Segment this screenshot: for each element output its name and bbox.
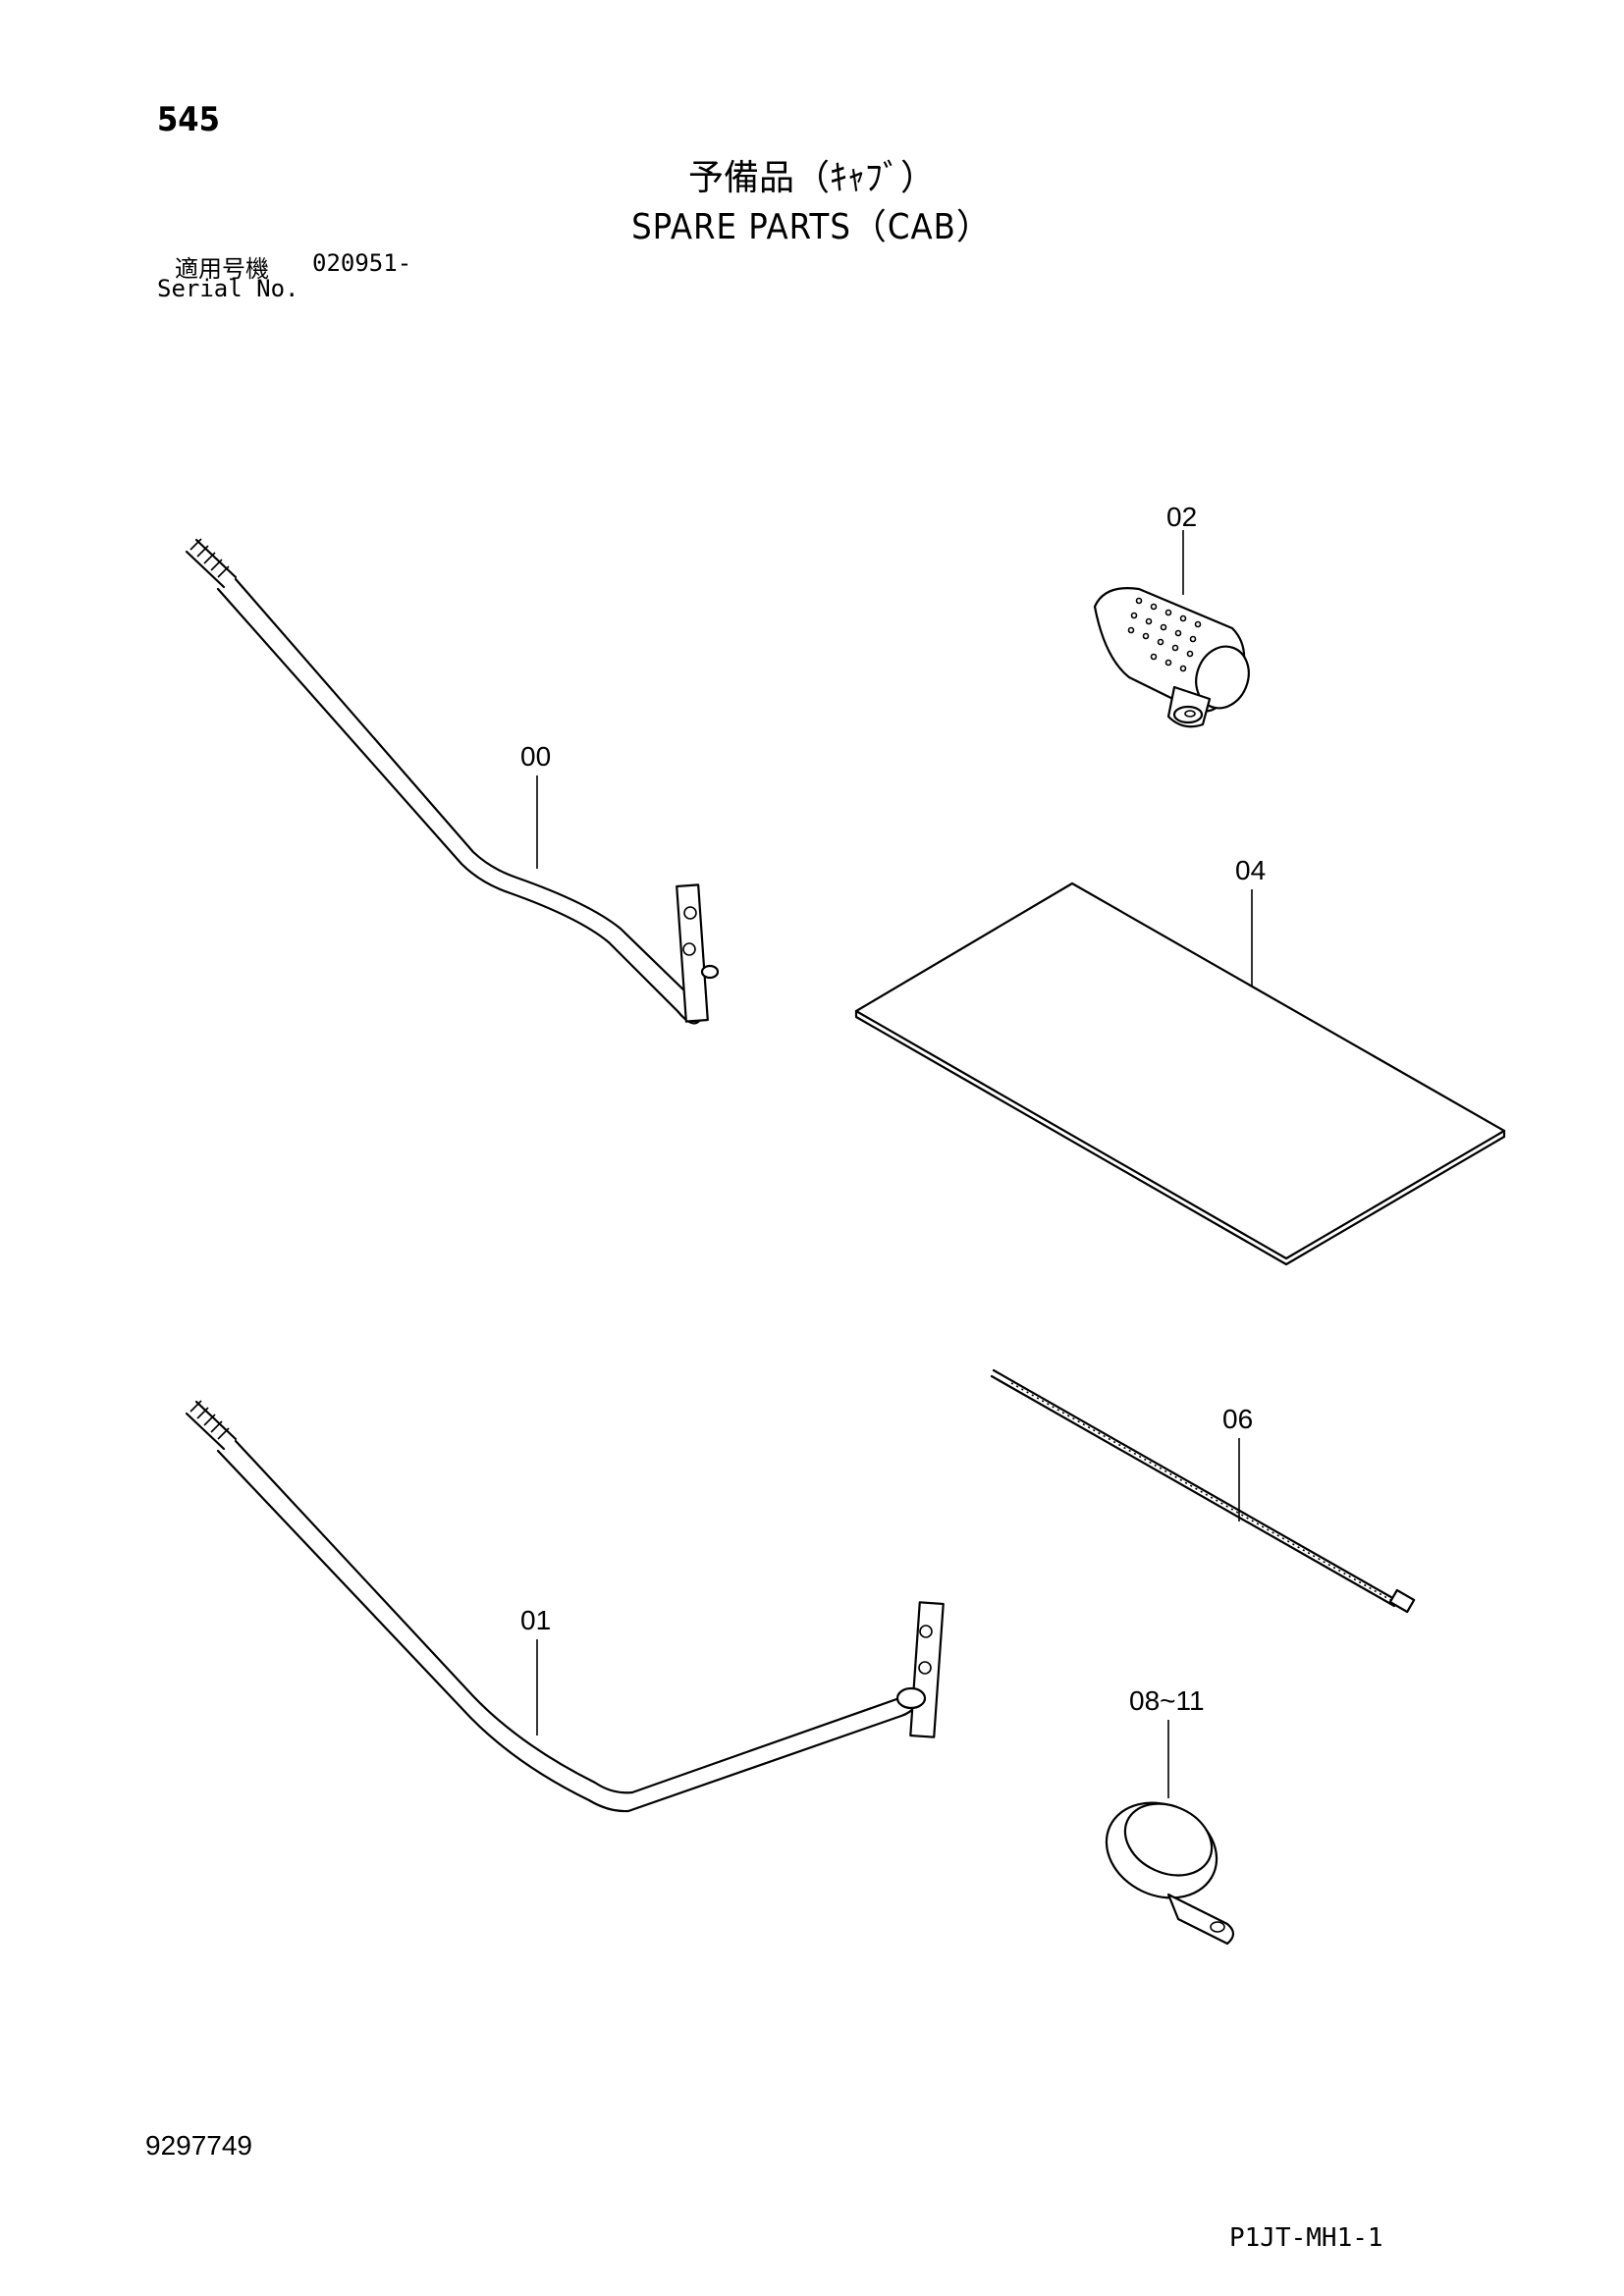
serial-label-jp: 適用号機: [175, 255, 269, 283]
part-label-08-11: 08~11: [1129, 1685, 1205, 1716]
part-label-02: 02: [1166, 502, 1197, 532]
part-02-knob: [1093, 587, 1250, 728]
page-title-jp: 予備品（ｷｬﾌﾞ）: [687, 158, 936, 198]
part-label-04: 04: [1235, 855, 1266, 885]
page-number: 545: [157, 100, 220, 139]
document-number: 9297749: [145, 2130, 253, 2161]
part-label-01: 01: [520, 1605, 551, 1635]
page-title-en: SPARE PARTS（CAB）: [631, 207, 993, 247]
page-code: P1JT-MH1-1: [1229, 2223, 1383, 2253]
serial-label-en: Serial No.: [157, 275, 299, 302]
part-label-00: 00: [520, 741, 551, 772]
part-04-sheet: [854, 881, 1506, 1266]
part-08-11-clamp: [1105, 1801, 1235, 1946]
part-label-06: 06: [1222, 1404, 1253, 1434]
serial-value: 020951-: [312, 249, 412, 277]
part-01-rod: [185, 1400, 945, 1813]
leader-lines: [536, 530, 1253, 1798]
part-00-rod: [185, 538, 720, 1025]
part-06-cable-tie: [990, 1368, 1416, 1614]
